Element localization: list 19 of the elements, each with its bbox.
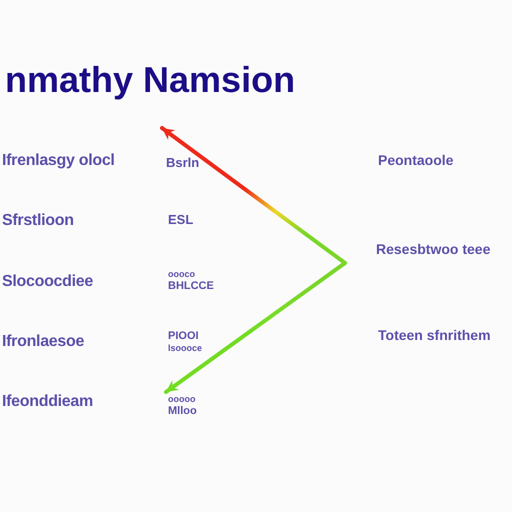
side-label: Toteen sfnrithem [378,328,491,342]
item-label: Sfrstlioon [2,213,74,229]
item-label: Ifronlaesoe [2,334,84,350]
item-label: Ifrenlasgy olocl [2,153,115,169]
code-label: Mlloo [168,406,197,417]
arrow [164,261,347,394]
item-label: Slocoocdiee [2,274,93,290]
code-label: ooooo [168,395,196,404]
code-label: lsoooce [168,344,202,353]
side-label: Resesbtwoo teee [376,242,490,256]
diagram-title: nmathy Namsion [5,62,296,98]
code-label: BHLCCE [168,281,214,292]
side-label: Peontaoole [378,153,454,167]
code-label: Bsrln [166,156,200,169]
arrow [160,126,347,265]
code-label: PIOOI [168,331,199,342]
code-label: oooco [168,270,195,279]
item-label: Ifeonddieam [2,394,93,410]
code-label: ESL [168,213,194,226]
